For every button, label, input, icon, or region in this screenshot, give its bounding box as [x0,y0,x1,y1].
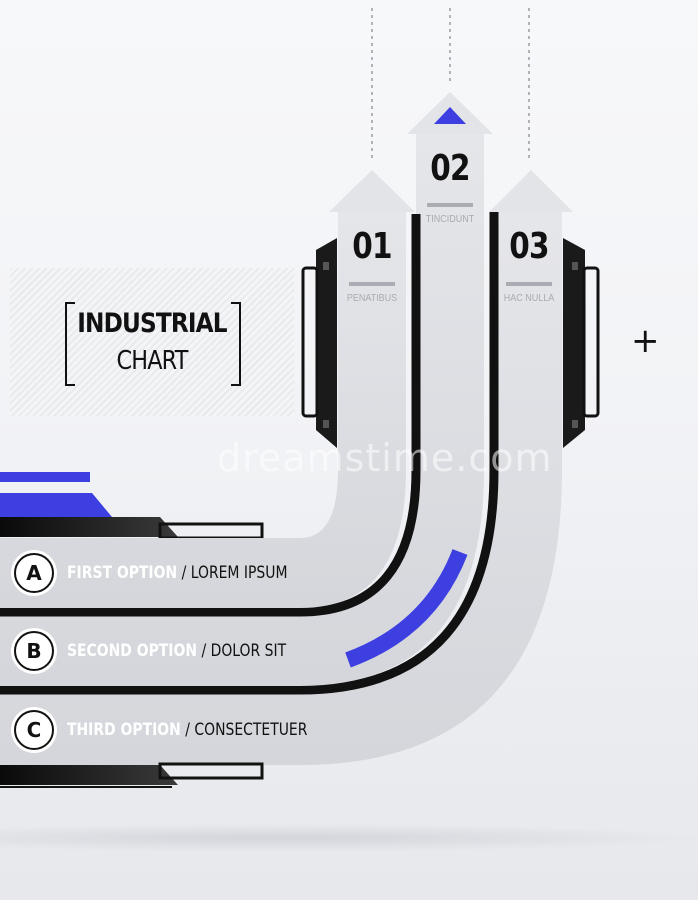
option-c-badge: C [14,710,54,750]
accent-bar-top [0,472,90,482]
option-b-label: SECOND OPTION / DOLOR SIT [67,641,286,661]
left-side-bracket [301,238,337,448]
option-a-label: FIRST OPTION / LOREM IPSUM [67,563,287,583]
option-a-name: FIRST OPTION [67,563,178,583]
step-03-separator [506,282,552,286]
option-c-name: THIRD OPTION [67,720,181,740]
option-b-name: SECOND OPTION [67,641,198,661]
step-03-caption: HAC NULLA [503,293,555,304]
title-line-2: CHART [116,346,188,376]
step-03-number: 03 [509,226,549,267]
title-panel: INDUSTRIAL CHART [10,268,294,416]
arrow-02-triangle [434,107,466,124]
dashed-lines [371,8,530,160]
title-line-1: INDUSTRIAL [77,308,227,339]
option-a-badge: A [14,553,54,593]
right-side-bracket [563,238,600,448]
title-bracket-left [65,302,75,386]
title-bracket-right [231,302,241,386]
step-02-caption: TINCIDUNT [425,214,475,225]
step-01-separator [349,282,395,286]
accent-bar-wedge [0,493,112,517]
plus-icon: + [631,321,660,361]
option-a-desc: / LOREM IPSUM [181,563,288,583]
step-01-caption: PENATIBUS [346,293,398,304]
step-02-separator [427,203,473,207]
watermark: dreamstime.com [217,436,553,480]
blue-arc-accent [345,549,468,668]
option-c-label: THIRD OPTION / CONSECTETUER [67,720,307,740]
option-b-desc: / DOLOR SIT [201,641,287,661]
step-02-number: 02 [430,148,470,189]
band-03 [0,170,573,765]
step-01-number: 01 [352,226,392,267]
option-c-desc: / CONSECTETUER [185,720,308,740]
option-b-badge: B [14,631,54,671]
